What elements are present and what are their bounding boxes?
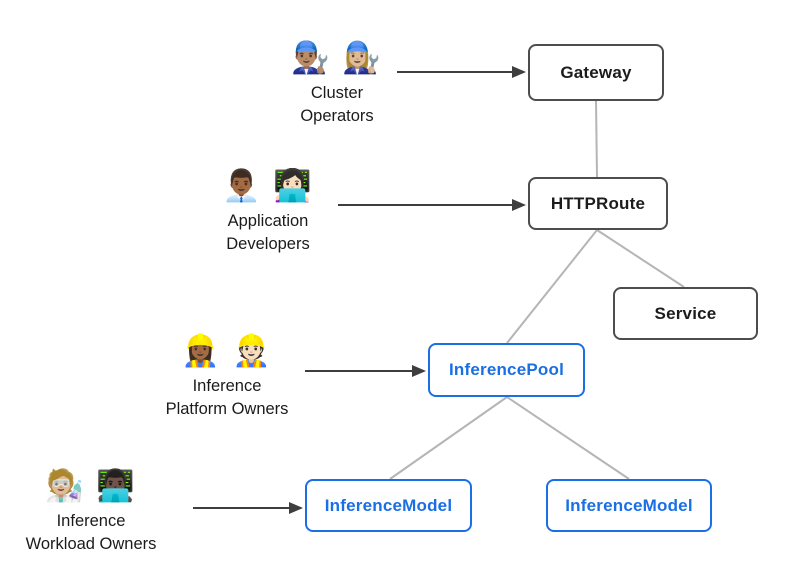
persona-label-line2: Workload Owners bbox=[25, 535, 157, 553]
node-httproute: HTTPRoute bbox=[528, 177, 668, 230]
node-service: Service bbox=[613, 287, 758, 340]
persona-inference-platform-owners: 👷🏾‍♀️ 👷🏻 Inference Platform Owners bbox=[137, 331, 317, 421]
scientist-technologist-emoji-icon: 🧑🏼‍🔬 👨🏿‍💻 bbox=[45, 468, 137, 503]
connector-httproute-service bbox=[596, 229, 685, 288]
connector-inferencepool-inferencemodel-2 bbox=[506, 396, 630, 480]
persona-cluster-operators: 👨🏽‍🔧 👩🏼‍🔧 Cluster Operators bbox=[247, 38, 427, 128]
construction-workers-emoji-icon: 👷🏾‍♀️ 👷🏻 bbox=[181, 333, 273, 368]
persona-inference-workload-owners: 🧑🏼‍🔬 👨🏿‍💻 Inference Workload Owners bbox=[1, 466, 181, 556]
persona-label-line1: Inference bbox=[56, 512, 126, 530]
connector-inferencepool-inferencemodel-1 bbox=[389, 396, 508, 480]
persona-label-line2: Platform Owners bbox=[165, 400, 289, 418]
node-inferencemodel-1: InferenceModel bbox=[305, 479, 472, 532]
node-inferencepool: InferencePool bbox=[428, 343, 585, 397]
persona-label: Cluster Operators bbox=[300, 82, 373, 128]
persona-label-line1: Application bbox=[227, 212, 309, 230]
mechanics-emoji-icon: 👨🏽‍🔧 👩🏼‍🔧 bbox=[291, 40, 383, 75]
node-gateway: Gateway bbox=[528, 44, 664, 101]
connector-gateway-httproute bbox=[595, 100, 598, 178]
persona-label: Application Developers bbox=[226, 210, 309, 256]
persona-label-line2: Operators bbox=[300, 107, 374, 125]
persona-application-developers: 👨🏾‍💼 👩🏻‍💻 Application Developers bbox=[178, 166, 358, 256]
persona-label-line1: Cluster bbox=[310, 84, 364, 102]
persona-label-line2: Developers bbox=[226, 235, 310, 253]
connector-httproute-inferencepool bbox=[506, 229, 598, 344]
developers-emoji-icon: 👨🏾‍💼 👩🏻‍💻 bbox=[222, 168, 314, 203]
persona-label: Inference Platform Owners bbox=[166, 375, 289, 421]
persona-label-line1: Inference bbox=[192, 377, 262, 395]
node-inferencemodel-2: InferenceModel bbox=[546, 479, 712, 532]
persona-label: Inference Workload Owners bbox=[26, 510, 157, 556]
